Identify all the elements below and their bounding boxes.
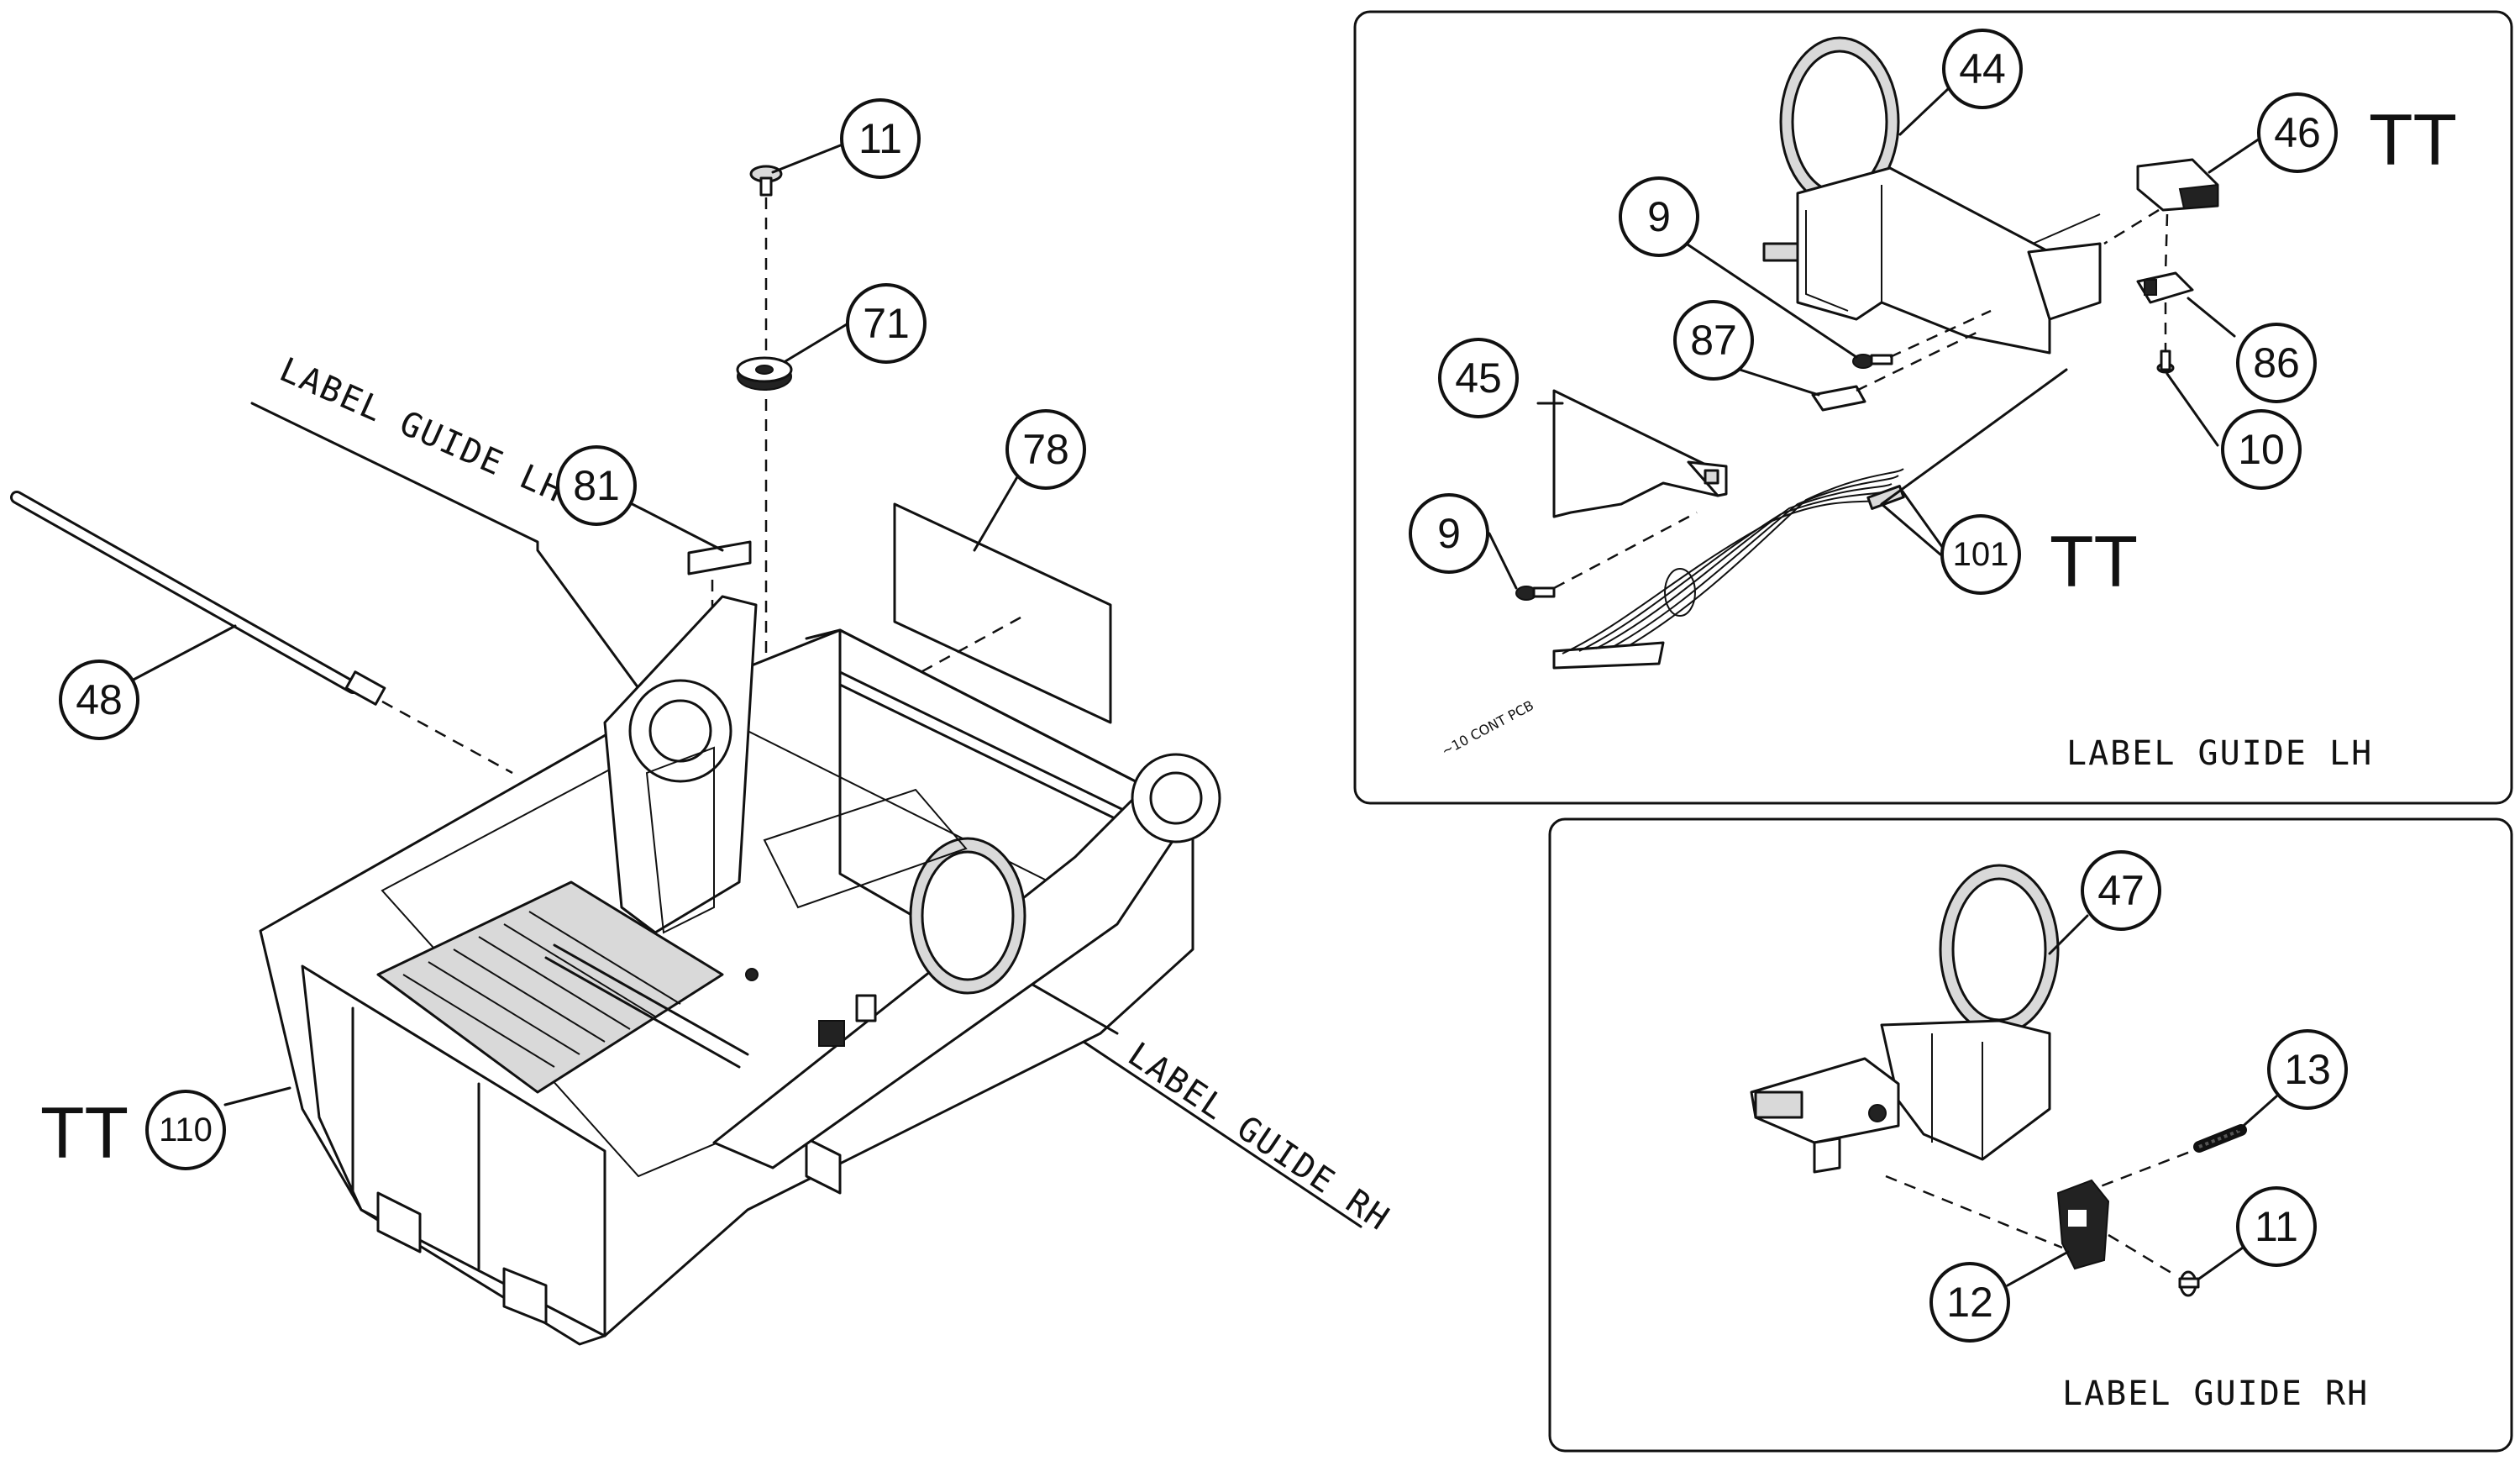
axis-12 <box>1885 1175 2063 1249</box>
svg-text:9: 9 <box>1647 193 1671 240</box>
svg-text:12: 12 <box>1946 1279 1993 1326</box>
gear-part-71 <box>736 356 793 391</box>
axis-46 <box>2103 208 2160 245</box>
axis-86 <box>2164 213 2169 274</box>
cable-route-leader <box>1880 368 2068 556</box>
axis-87 <box>1856 330 1979 392</box>
callout-10: 10 <box>2221 409 2302 490</box>
label-part-81 <box>687 540 752 575</box>
svg-text:47: 47 <box>2097 867 2145 914</box>
tt-label-101: TT <box>2050 522 2138 602</box>
screw-part-9-upper <box>1852 354 1893 369</box>
panel-label-guide-lh: ~10 CONT PCB 44 46 TT 9 <box>1353 10 2513 805</box>
callout-9-upper: 9 <box>1619 176 1699 257</box>
spring-part-13 <box>2193 1124 2247 1153</box>
panel-label-guide-rh: 47 13 11 12 LABEL GUIDE RH <box>1548 817 2513 1453</box>
svg-text:44: 44 <box>1959 45 2006 92</box>
svg-text:11: 11 <box>2255 1203 2298 1250</box>
screw-part-11-rh <box>2178 1270 2200 1297</box>
callout-44: 44 <box>1942 29 2023 109</box>
svg-text:110: 110 <box>159 1112 213 1148</box>
svg-text:9: 9 <box>1437 510 1461 557</box>
svg-text:101: 101 <box>1953 536 2009 573</box>
cover-part-46 <box>2136 158 2219 212</box>
lever-part-12 <box>2056 1179 2110 1270</box>
guide-body-part-44 <box>1762 36 2102 355</box>
svg-text:45: 45 <box>1455 355 1502 402</box>
screw-part-10 <box>2156 349 2175 374</box>
screw-part-9-lower <box>1515 586 1556 601</box>
cable-part-101 <box>1552 468 1905 670</box>
lh-callout-leaders <box>1488 87 2261 590</box>
callout-101: 101 <box>1940 514 2021 595</box>
label-guide-lh-leader <box>250 402 665 724</box>
callout-45: 45 <box>1438 338 1519 418</box>
callout-46: 46 <box>2257 92 2338 173</box>
rod-part-48 <box>10 491 513 775</box>
plate-part-45 <box>1552 389 1728 518</box>
axis-11-rh <box>2108 1233 2172 1274</box>
panel-rh-title: LABEL GUIDE RH <box>2062 1374 2369 1413</box>
svg-text:81: 81 <box>573 462 620 509</box>
tt-label-110: TT <box>40 1093 129 1174</box>
label-guide-rh-text: LABEL GUIDE RH <box>1121 1035 1396 1238</box>
callout-9-lower: 9 <box>1409 493 1489 574</box>
base-housing-part-110 <box>259 595 1221 1346</box>
svg-text:86: 86 <box>2253 339 2300 386</box>
guide-body-part-47 <box>1750 864 2060 1174</box>
main-callout-leaders <box>114 143 1022 1106</box>
axis-13 <box>2082 1148 2197 1195</box>
sensor-part-86 <box>2136 271 2194 304</box>
callout-87: 87 <box>1673 300 1754 381</box>
svg-text:46: 46 <box>2274 109 2321 156</box>
rh-callout-leaders <box>2006 914 2278 1287</box>
svg-text:71: 71 <box>863 300 910 347</box>
callout-12: 12 <box>1929 1262 2010 1343</box>
axis-9-lower <box>1553 511 1698 590</box>
callout-71: 71 <box>846 283 927 364</box>
callout-13: 13 <box>2267 1029 2348 1110</box>
callout-86: 86 <box>2236 323 2317 403</box>
callout-48: 48 <box>59 660 139 740</box>
svg-text:10: 10 <box>2238 426 2285 473</box>
main-assembly: LABEL GUIDE LH LABEL GUIDE RH <box>10 98 1397 1346</box>
callout-11-rh: 11 <box>2236 1186 2317 1267</box>
svg-text:48: 48 <box>76 676 123 723</box>
pad-part-87 <box>1811 385 1866 412</box>
screw-part-11 <box>749 165 783 197</box>
tt-label-46: TT <box>2369 100 2457 181</box>
callout-11-main: 11 <box>840 98 921 179</box>
svg-text:11: 11 <box>858 115 902 162</box>
svg-text:87: 87 <box>1690 317 1737 364</box>
callout-110: 110 <box>145 1090 226 1170</box>
svg-text:78: 78 <box>1022 426 1069 473</box>
callout-47: 47 <box>2081 850 2161 931</box>
callout-78: 78 <box>1005 409 1086 490</box>
svg-text:13: 13 <box>2284 1046 2331 1093</box>
panel-lh-title: LABEL GUIDE LH <box>2066 734 2373 773</box>
callout-81: 81 <box>556 445 637 526</box>
